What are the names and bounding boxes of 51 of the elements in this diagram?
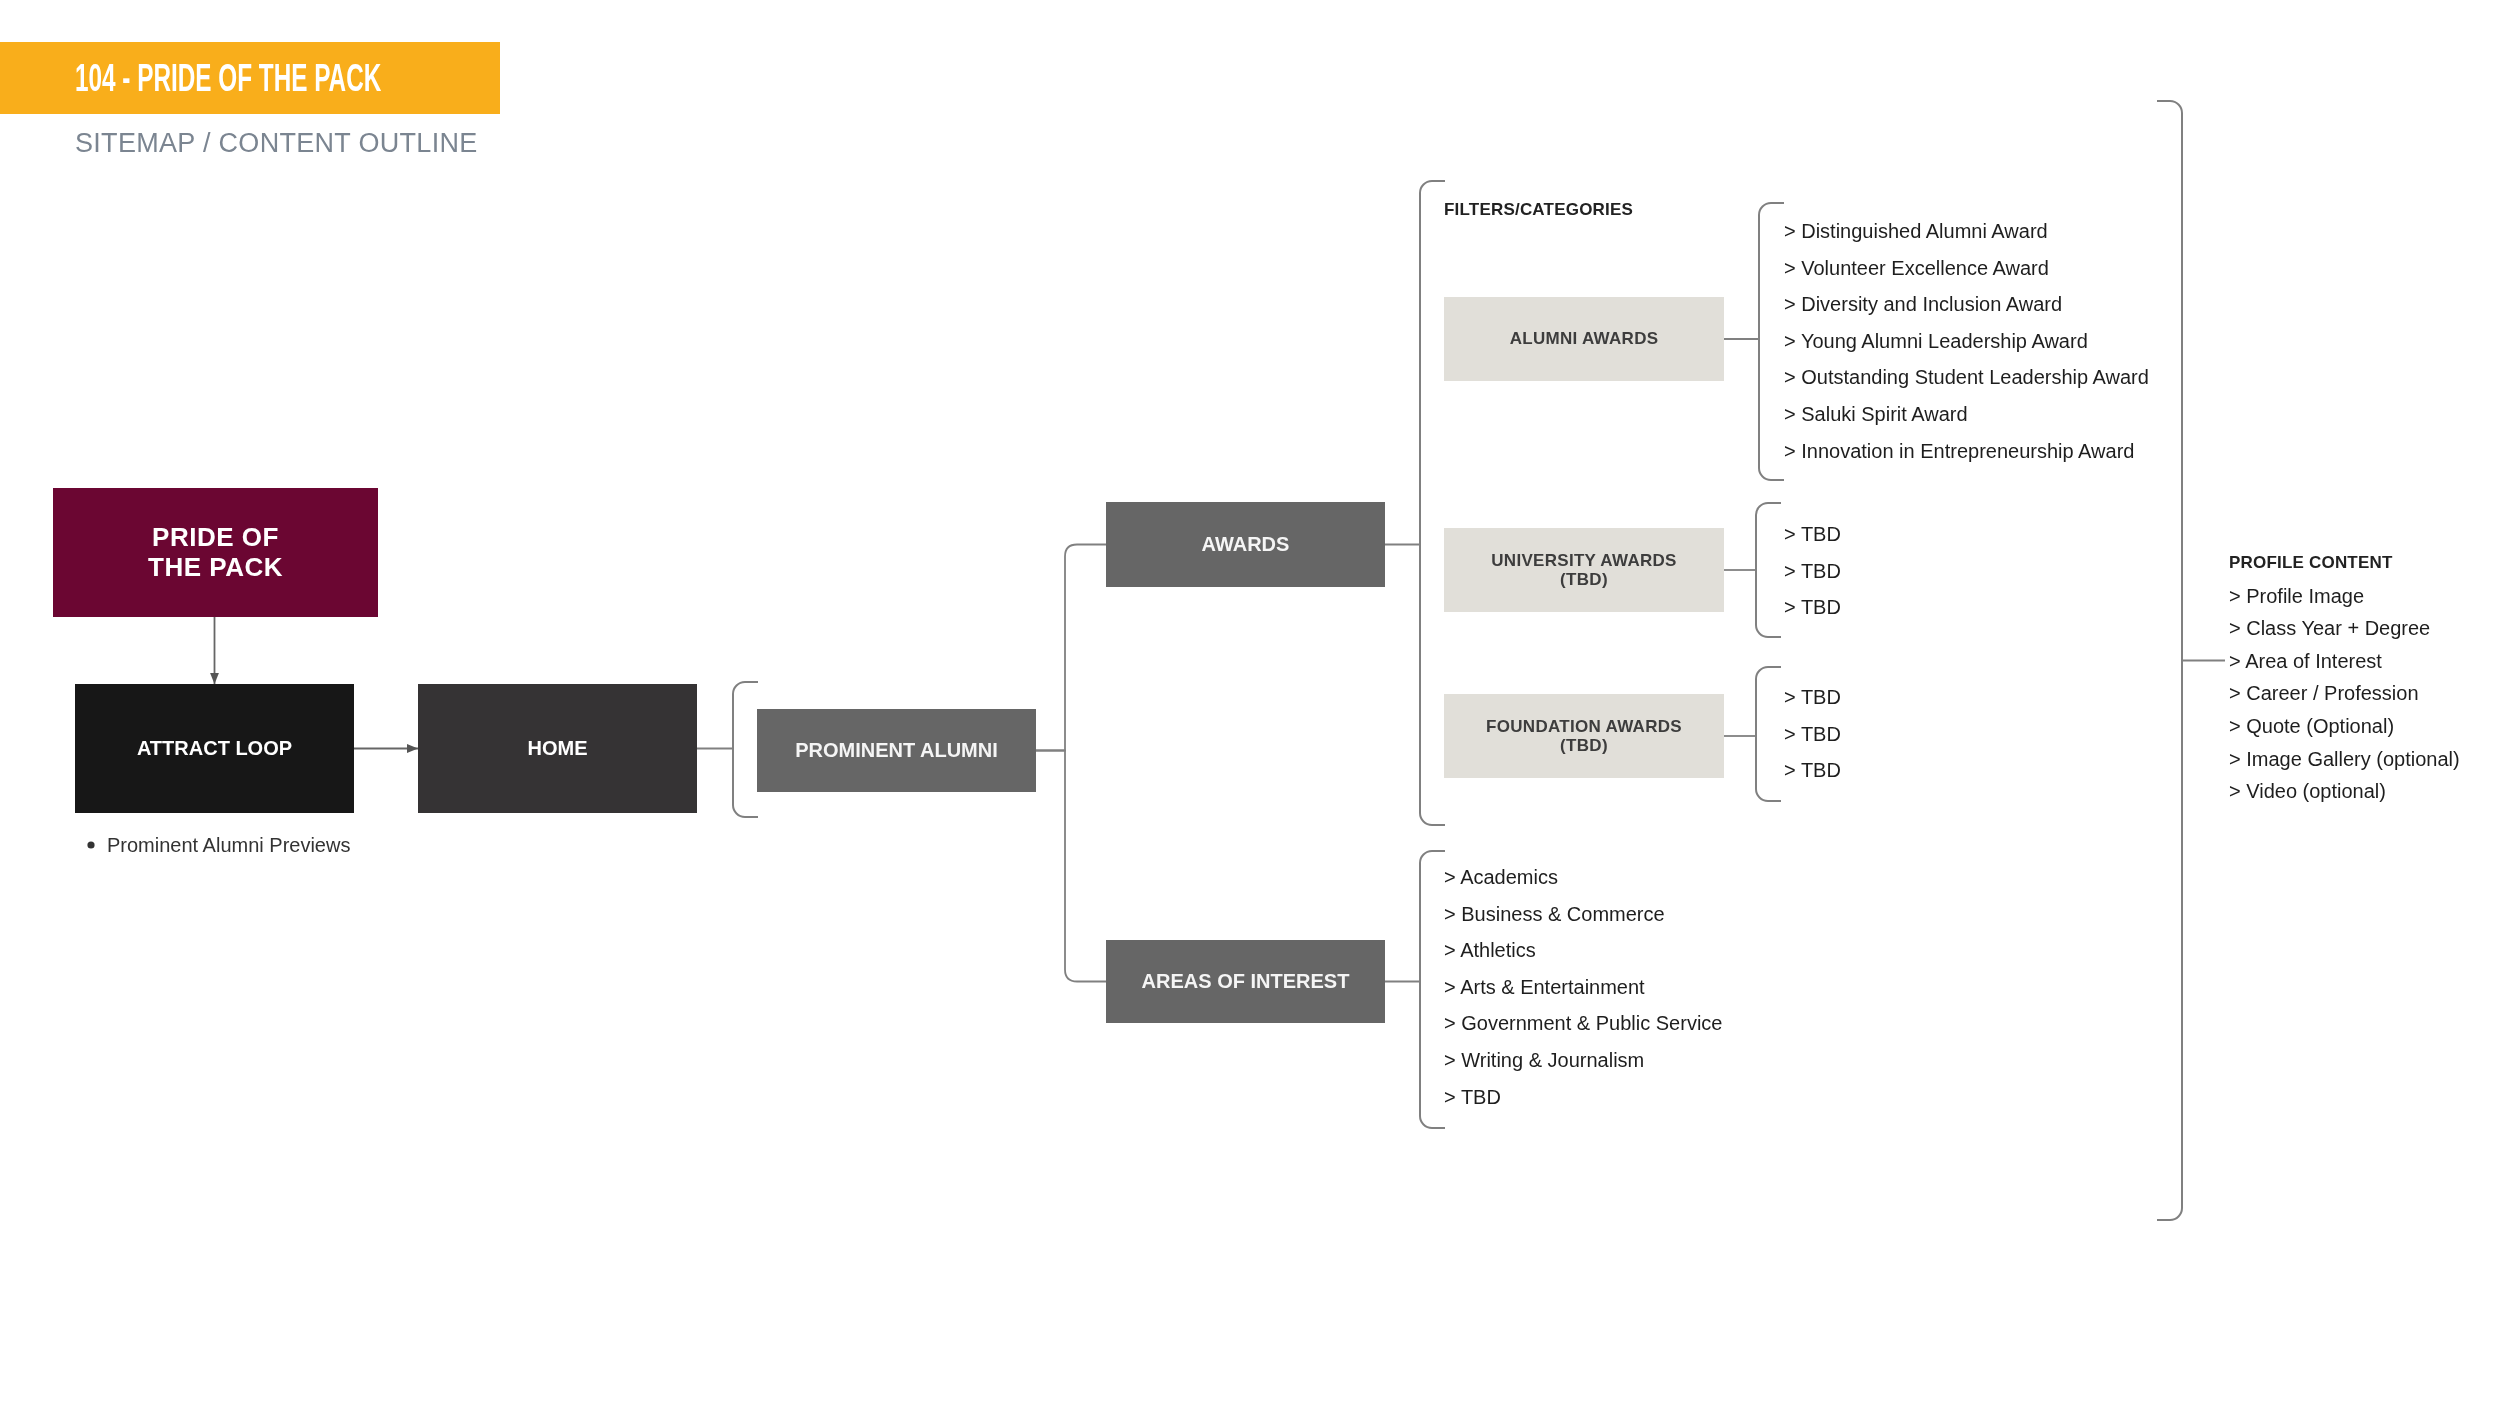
list-item: > Innovation in Entrepreneurship Award — [1784, 438, 2135, 463]
list-item: > TBD — [1784, 558, 1841, 583]
connector-line — [1723, 338, 1759, 340]
list-item: > Athletics — [1444, 938, 1536, 963]
connector-line — [1384, 980, 1420, 983]
list-item: > Young Alumni Leadership Award — [1784, 328, 2088, 353]
section-heading: PROFILE CONTENT — [2229, 552, 2393, 574]
page-box: AREAS OF INTEREST — [1106, 940, 1385, 1023]
list-item: > Quote (Optional) — [2229, 714, 2395, 737]
page-box: HOME — [418, 684, 697, 813]
note-text: Prominent Alumni Previews — [107, 833, 351, 858]
list-item: > Arts & Entertainment — [1444, 974, 1645, 999]
category-box: UNIVERSITY AWARDS (TBD) — [1444, 528, 1724, 612]
list-item: > Diversity and Inclusion Award — [1784, 292, 2063, 317]
list-item: > TBD — [1444, 1084, 1501, 1109]
connector-line — [1723, 569, 1756, 571]
list-item: > TBD — [1784, 522, 1841, 546]
list-item: > Business & Commerce — [1444, 901, 1665, 926]
page-box: AWARDS — [1106, 502, 1385, 587]
list-item: > TBD — [1784, 595, 1841, 620]
list-item: > TBD — [1784, 758, 1841, 783]
list-item: > TBD — [1784, 685, 1841, 709]
connector-line — [1384, 543, 1420, 546]
list-item: > Government & Public Service — [1444, 1011, 1723, 1036]
page-box: PROMINENT ALUMNI — [757, 709, 1036, 792]
list-item: > Saluki Spirit Award — [1784, 401, 1968, 426]
category-box: FOUNDATION AWARDS (TBD) — [1444, 694, 1724, 778]
list-item: > Career / Profession — [2229, 682, 2419, 705]
list-item: > Writing & Journalism — [1444, 1047, 1645, 1072]
list-item: > Distinguished Alumni Award — [1784, 219, 2048, 243]
list-item: > Area of Interest — [2229, 649, 2382, 672]
list-item: > Volunteer Excellence Award — [1784, 255, 2049, 280]
section-heading: FILTERS/CATEGORIES — [1444, 199, 1634, 221]
connector-line — [696, 747, 733, 750]
connector-line — [1723, 735, 1756, 737]
page-box: PRIDE OF THE PACK — [53, 488, 378, 617]
list-item: > Academics — [1444, 865, 1558, 889]
subtitle-text: SITEMAP / CONTENT OUTLINE — [75, 127, 478, 159]
page-box: ATTRACT LOOP — [75, 684, 354, 813]
connector-arrow — [210, 616, 219, 685]
category-box: ALUMNI AWARDS — [1444, 297, 1724, 381]
connector-line — [1035, 749, 1107, 983]
list-item: > TBD — [1784, 721, 1841, 746]
list-item: > Video (optional) — [2229, 780, 2386, 803]
title-text: 104 - PRIDE OF THE PACK — [75, 56, 382, 100]
list-item: > Image Gallery (optional) — [2229, 747, 2460, 770]
list-item: > Class Year + Degree — [2229, 617, 2431, 640]
connector-arrow — [353, 744, 419, 753]
list-item: > Outstanding Student Leadership Award — [1784, 365, 2149, 390]
list-item: > Profile Image — [2229, 584, 2365, 607]
connector-line — [2182, 659, 2226, 662]
